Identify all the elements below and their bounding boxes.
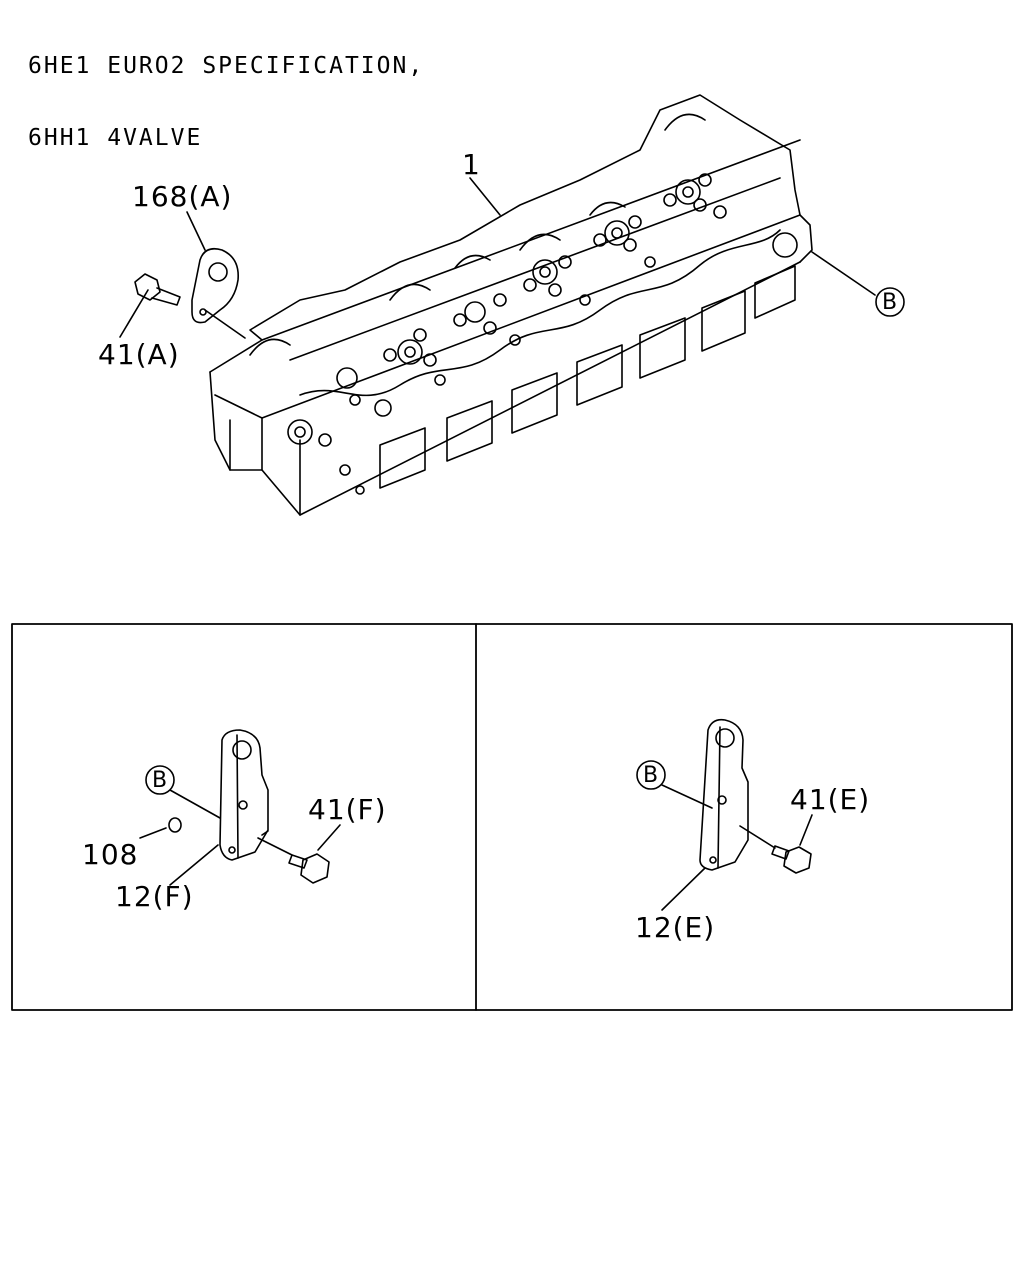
detail-frame bbox=[11, 623, 1013, 1011]
ref-b-circle-right bbox=[636, 760, 666, 790]
bracket-12f-drawing bbox=[219, 729, 269, 861]
leader-part-1 bbox=[469, 177, 501, 216]
leader-part-108 bbox=[139, 827, 167, 839]
leader-gasket-to-head bbox=[204, 309, 246, 339]
diagram-header: 6HE1 EURO2 SPECIFICATION, 6HH1 4VALVE bbox=[28, 6, 424, 174]
label-part-41f: 41(F) bbox=[308, 793, 387, 826]
leader-part-41a bbox=[119, 289, 149, 338]
leader-part-12f bbox=[169, 844, 219, 886]
cam-saddles bbox=[249, 113, 706, 356]
label-part-168a: 168(A) bbox=[132, 180, 233, 213]
bolt-41e-drawing bbox=[771, 845, 812, 874]
ref-b-circle-left bbox=[145, 765, 175, 795]
header-line-1: 6HE1 EURO2 SPECIFICATION, bbox=[28, 53, 425, 79]
bolt-41a-drawing bbox=[134, 273, 181, 306]
valve-seats bbox=[287, 173, 798, 495]
bracket-12e-drawing bbox=[699, 718, 749, 871]
bolt-41f-drawing bbox=[288, 853, 330, 884]
leader-part-41e bbox=[799, 814, 813, 846]
label-part-12f: 12(F) bbox=[115, 880, 194, 913]
leader-part-12e bbox=[661, 867, 706, 911]
header-line-2: 6HH1 4VALVE bbox=[28, 125, 203, 151]
leader-hole-to-bolt-e bbox=[739, 825, 776, 849]
leader-ref-b bbox=[811, 251, 876, 296]
label-part-12e: 12(E) bbox=[635, 911, 716, 944]
exhaust-ports bbox=[379, 265, 796, 489]
leader-left-b bbox=[169, 789, 221, 819]
label-part-41e: 41(E) bbox=[790, 783, 871, 816]
cylinder-head-drawing bbox=[209, 94, 813, 516]
label-ref-b-left: B bbox=[152, 768, 169, 793]
leader-hole-to-bolt-f bbox=[257, 837, 293, 856]
leader-part-41f bbox=[317, 824, 341, 851]
leader-part-168a bbox=[186, 211, 206, 251]
label-part-41a: 41(A) bbox=[98, 338, 180, 371]
gasket-168a-drawing bbox=[191, 247, 239, 324]
ref-b-circle-main bbox=[875, 287, 905, 317]
ring-108-drawing bbox=[168, 817, 182, 833]
label-part-1: 1 bbox=[462, 148, 481, 181]
label-ref-b-main: B bbox=[882, 290, 899, 315]
label-part-108: 108 bbox=[82, 838, 139, 871]
label-ref-b-right: B bbox=[643, 763, 660, 788]
leader-right-b bbox=[661, 784, 713, 809]
